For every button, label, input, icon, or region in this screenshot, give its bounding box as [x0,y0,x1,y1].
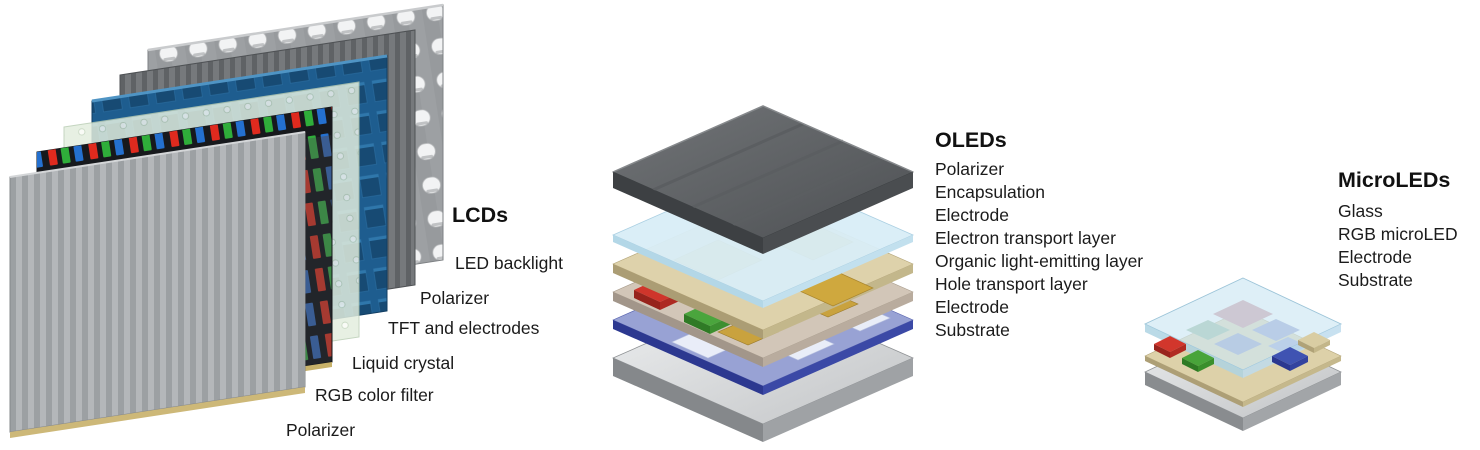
microled-label-electrode: Electrode [1338,247,1412,267]
microled-green-chip [1182,350,1214,372]
lcd-layer-polarizer-front [9,131,306,438]
microled-blue-chip [1272,347,1308,371]
lcd-label-rgb-color-filter: RGB color filter [315,385,434,405]
oled-illustration [612,105,914,442]
lcd-layer-led-backlight [147,3,444,306]
lcd-layer-tft-electrodes [91,54,388,357]
microled-tan-chip [1298,332,1330,353]
lcd-label-polarizer-rear: Polarizer [420,288,490,308]
lcd-label-tft-electrodes: TFT and electrodes [388,318,540,338]
lcd-label-liquid-crystal: Liquid crystal [352,353,455,373]
oled-label-hole-transport: Hole transport layer [935,274,1088,294]
lcd-illustration [9,3,444,438]
oled-label-electrode-top: Electrode [935,205,1009,225]
oled-label-electrode-bottom: Electrode [935,297,1009,317]
oled-layer-polarizer [612,105,914,254]
oled-label-encapsulation: Encapsulation [935,182,1045,202]
oled-label-organic-emitting: Organic light-emitting layer [935,251,1144,271]
lcd-label-polarizer-front: Polarizer [286,420,356,440]
microled-label-rgb-microled: RGB microLED [1338,224,1458,244]
oled-label-substrate: Substrate [935,320,1010,340]
oled-label-electron-transport: Electron transport layer [935,228,1116,248]
microled-label-glass: Glass [1338,201,1383,221]
lcd-title: LCDs [452,203,509,227]
microled-illustration [1143,277,1343,431]
microled-title: MicroLEDs [1338,168,1451,192]
microled-red-chip [1154,336,1186,358]
oled-title: OLEDs [935,128,1007,152]
lcd-label-led-backlight: LED backlight [455,253,563,273]
oled-label-polarizer: Polarizer [935,159,1005,179]
oled-label-list: Polarizer Encapsulation Electrode Electr… [935,158,1143,342]
microled-label-list: Glass RGB microLED Electrode Substrate [1338,200,1458,292]
microled-label-substrate: Substrate [1338,270,1413,290]
